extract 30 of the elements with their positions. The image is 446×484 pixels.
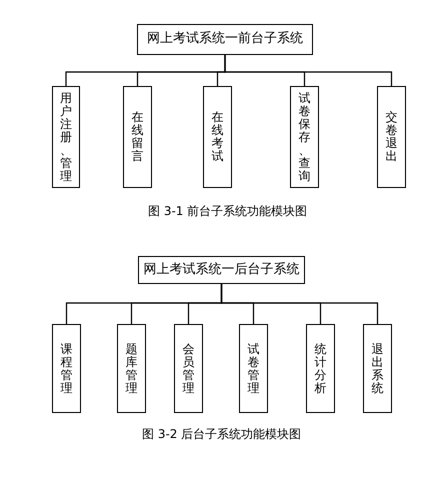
module-name: 统计分析 (314, 342, 327, 394)
figure-caption: 图 3-2 后台子系统功能模块图 (142, 426, 302, 443)
module-box (123, 86, 152, 188)
connector-line (224, 55, 392, 86)
module-box (290, 86, 319, 188)
module-box (52, 324, 81, 413)
module-name: 在线留言 (131, 111, 144, 163)
module-name: 试卷保存、查询 (298, 92, 311, 182)
module-box (239, 324, 268, 413)
system-box (137, 24, 313, 55)
system-box (138, 256, 305, 284)
module-box (306, 324, 335, 413)
module-box (363, 324, 392, 413)
module-name: 课程管理 (60, 342, 73, 394)
module-name: 在线考试 (211, 111, 224, 163)
figure-caption: 图 3-1 前台子系统功能模块图 (148, 203, 308, 220)
module-name: 用户注册、管理 (60, 92, 72, 182)
module-name: 网上考试系统一前台子系统 (147, 32, 303, 47)
module-box (52, 86, 80, 188)
module-name: 试卷管理 (247, 342, 260, 394)
module-name: 网上考试系统一后台子系统 (144, 262, 300, 278)
connector-line (220, 284, 378, 324)
module-box (377, 86, 406, 188)
module-box (203, 86, 232, 188)
module-name: 会员管理 (182, 342, 195, 394)
module-name: 题库管理 (125, 342, 138, 394)
module-box (174, 324, 203, 413)
module-name: 交卷退出 (385, 111, 398, 163)
module-box (117, 324, 146, 413)
module-name: 退出系统 (371, 342, 384, 394)
